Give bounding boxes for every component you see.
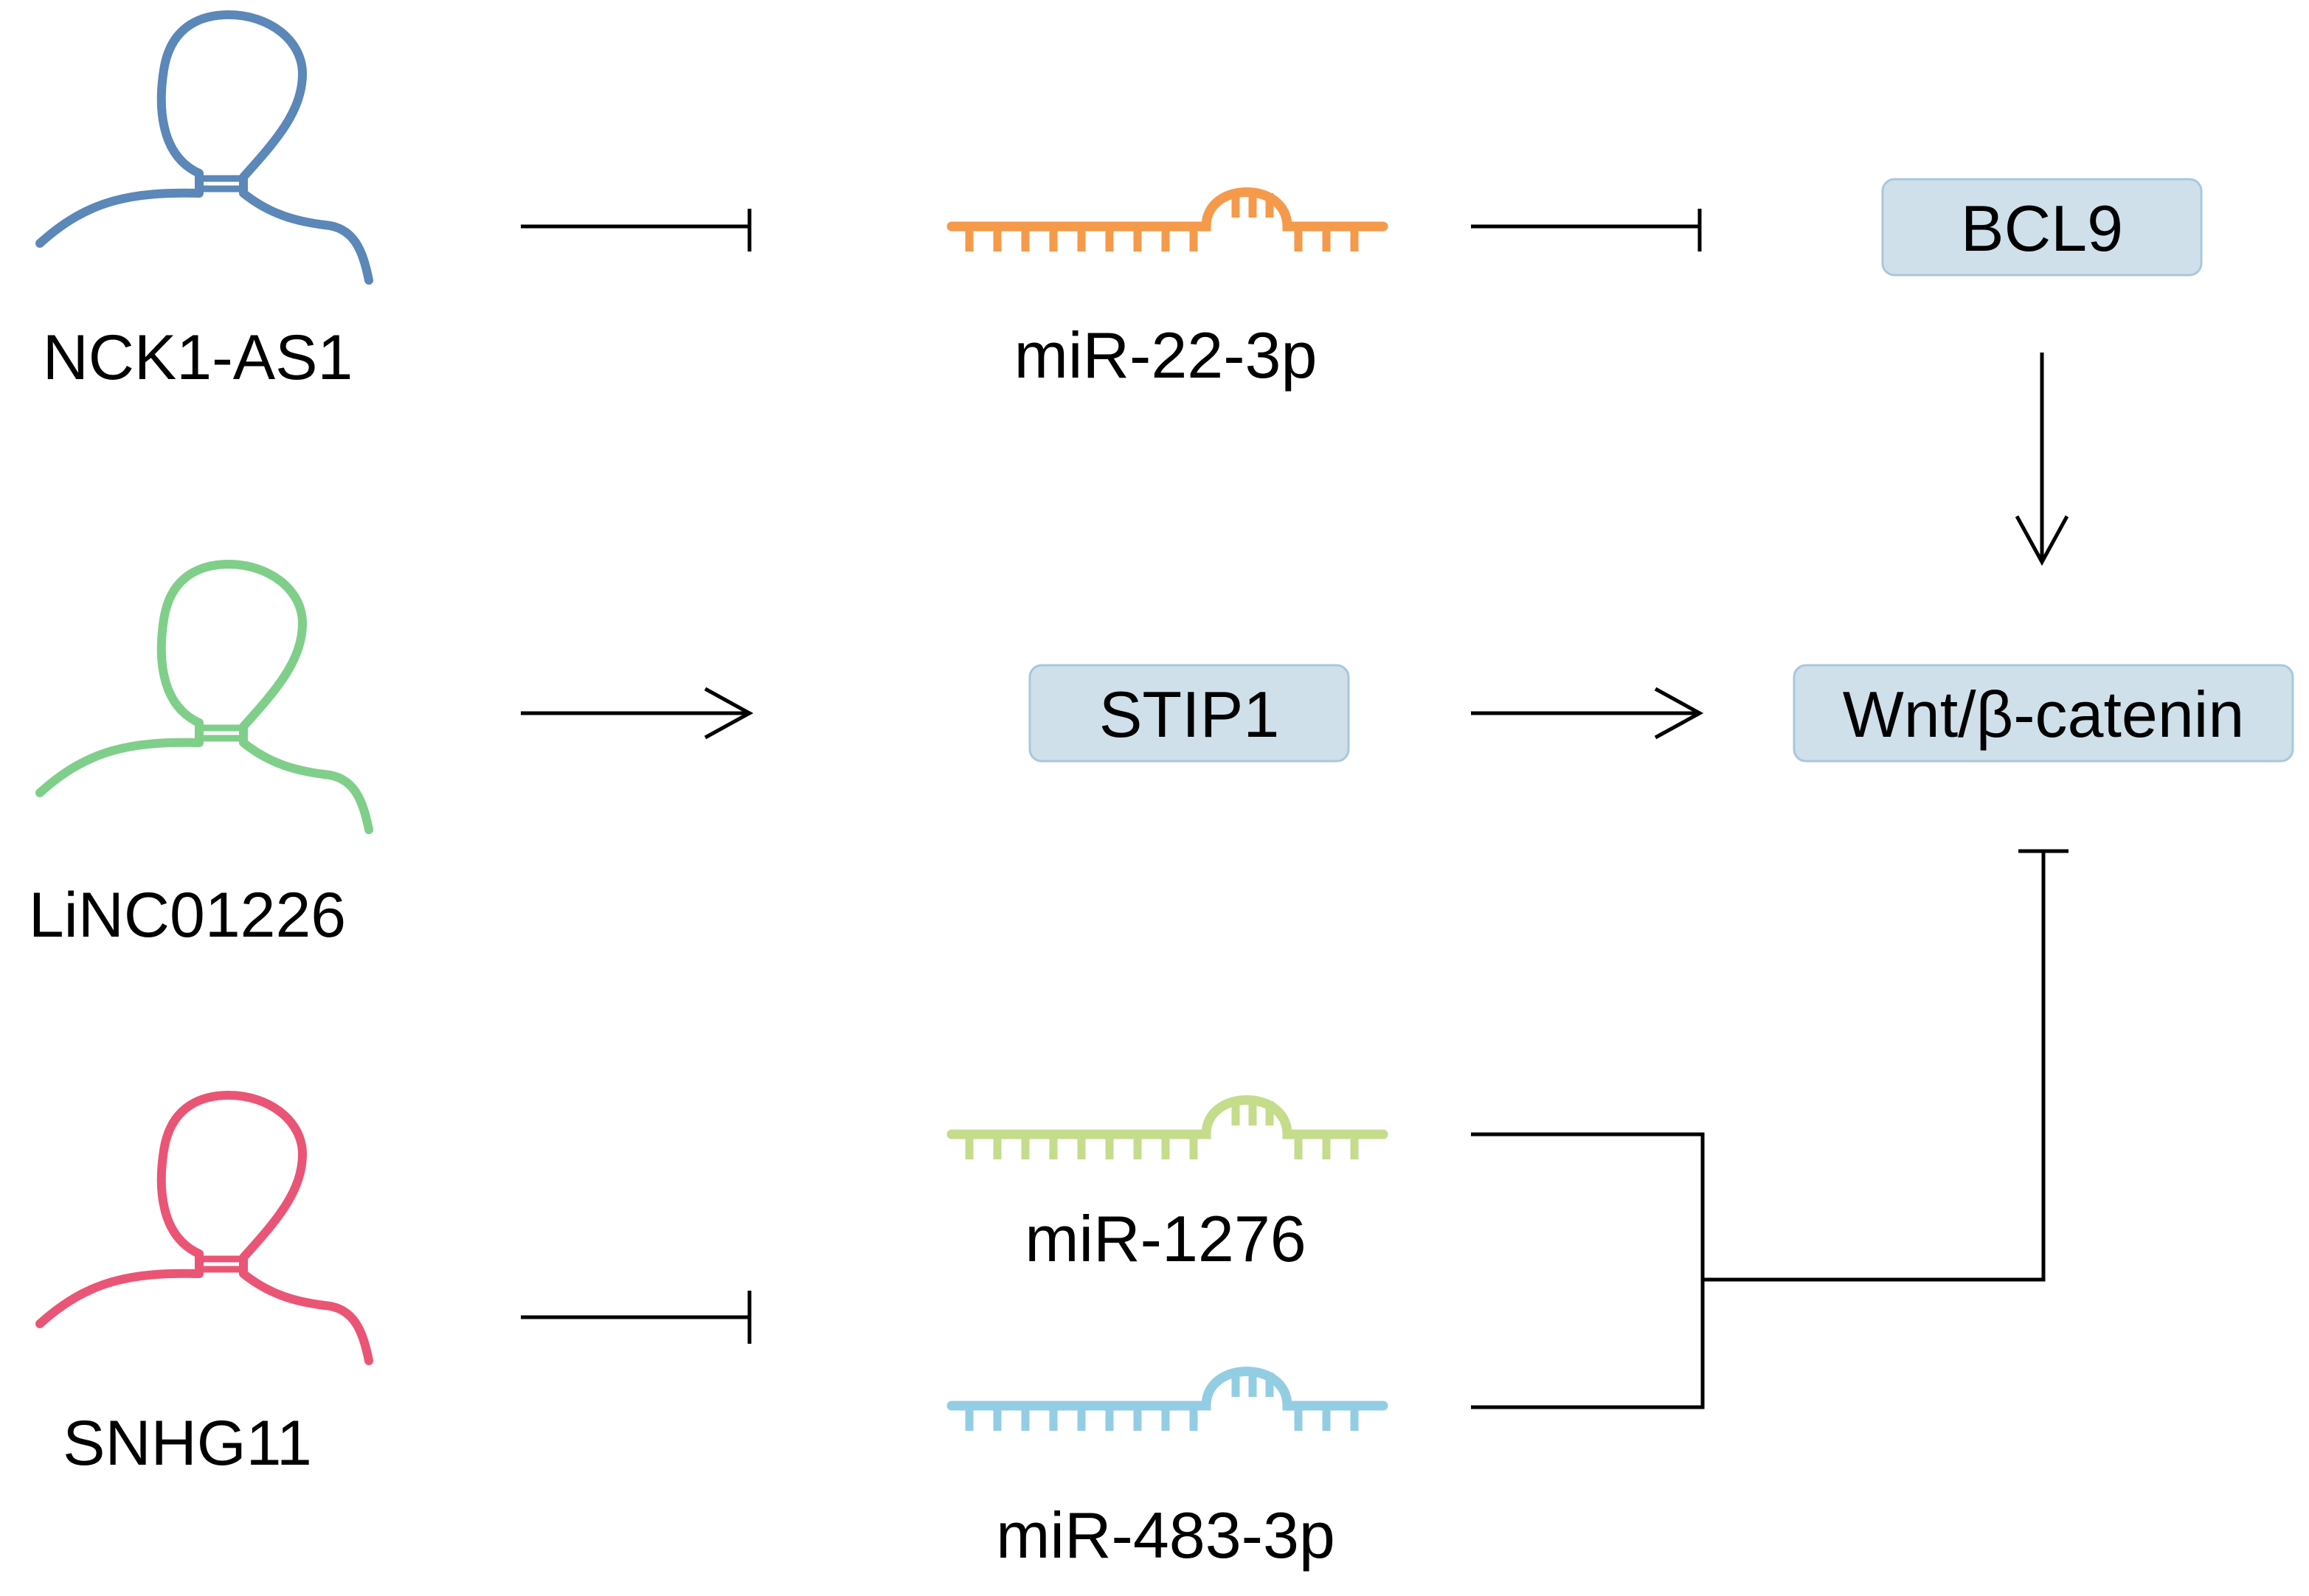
box-label-wnt: Wnt/β-catenin	[1843, 678, 2245, 751]
lncrna-hairpin-icon-snhg	[40, 1095, 369, 1361]
activate-arrow-stip1-wnt	[1471, 687, 1704, 740]
box-label-bcl9: BCL9	[1961, 192, 2123, 265]
mirna-duplex-icon-mir483	[952, 1372, 1383, 1432]
lncrna-hairpin-icon-nck1	[40, 15, 369, 280]
inhibit-arrow-snhg-mirnas	[521, 1291, 752, 1344]
activate-arrow-bcl9-wnt	[2015, 353, 2069, 566]
box-stip1: STIP1	[1028, 664, 1350, 763]
lncrna-label-linc: LiNC01226	[29, 880, 346, 951]
box-bcl9: BCL9	[1881, 178, 2203, 277]
box-wnt: Wnt/β-catenin	[1793, 664, 2294, 763]
activate-arrow-linc-stip1	[521, 687, 754, 740]
box-label-stip1: STIP1	[1099, 678, 1280, 751]
mirna-duplex-icon-mir1276	[952, 1100, 1383, 1160]
lncrna-label-nck1: NCK1-AS1	[43, 322, 353, 393]
inhibit-arrow-mir22-bcl9	[1471, 209, 1702, 251]
inhibit-bracket-mirnas-wnt	[1471, 849, 2069, 1409]
mirna-label-mir22: miR-22-3p	[1014, 319, 1318, 392]
mirna-label-mir483: miR-483-3p	[996, 1499, 1335, 1572]
inhibit-arrow-nck1-mir22	[521, 209, 752, 251]
mirna-label-mir1276: miR-1276	[1025, 1202, 1306, 1275]
lncrna-label-snhg: SNHG11	[63, 1408, 312, 1479]
mirna-duplex-icon-mir22	[952, 192, 1383, 252]
lncrna-hairpin-icon-linc	[40, 564, 369, 830]
